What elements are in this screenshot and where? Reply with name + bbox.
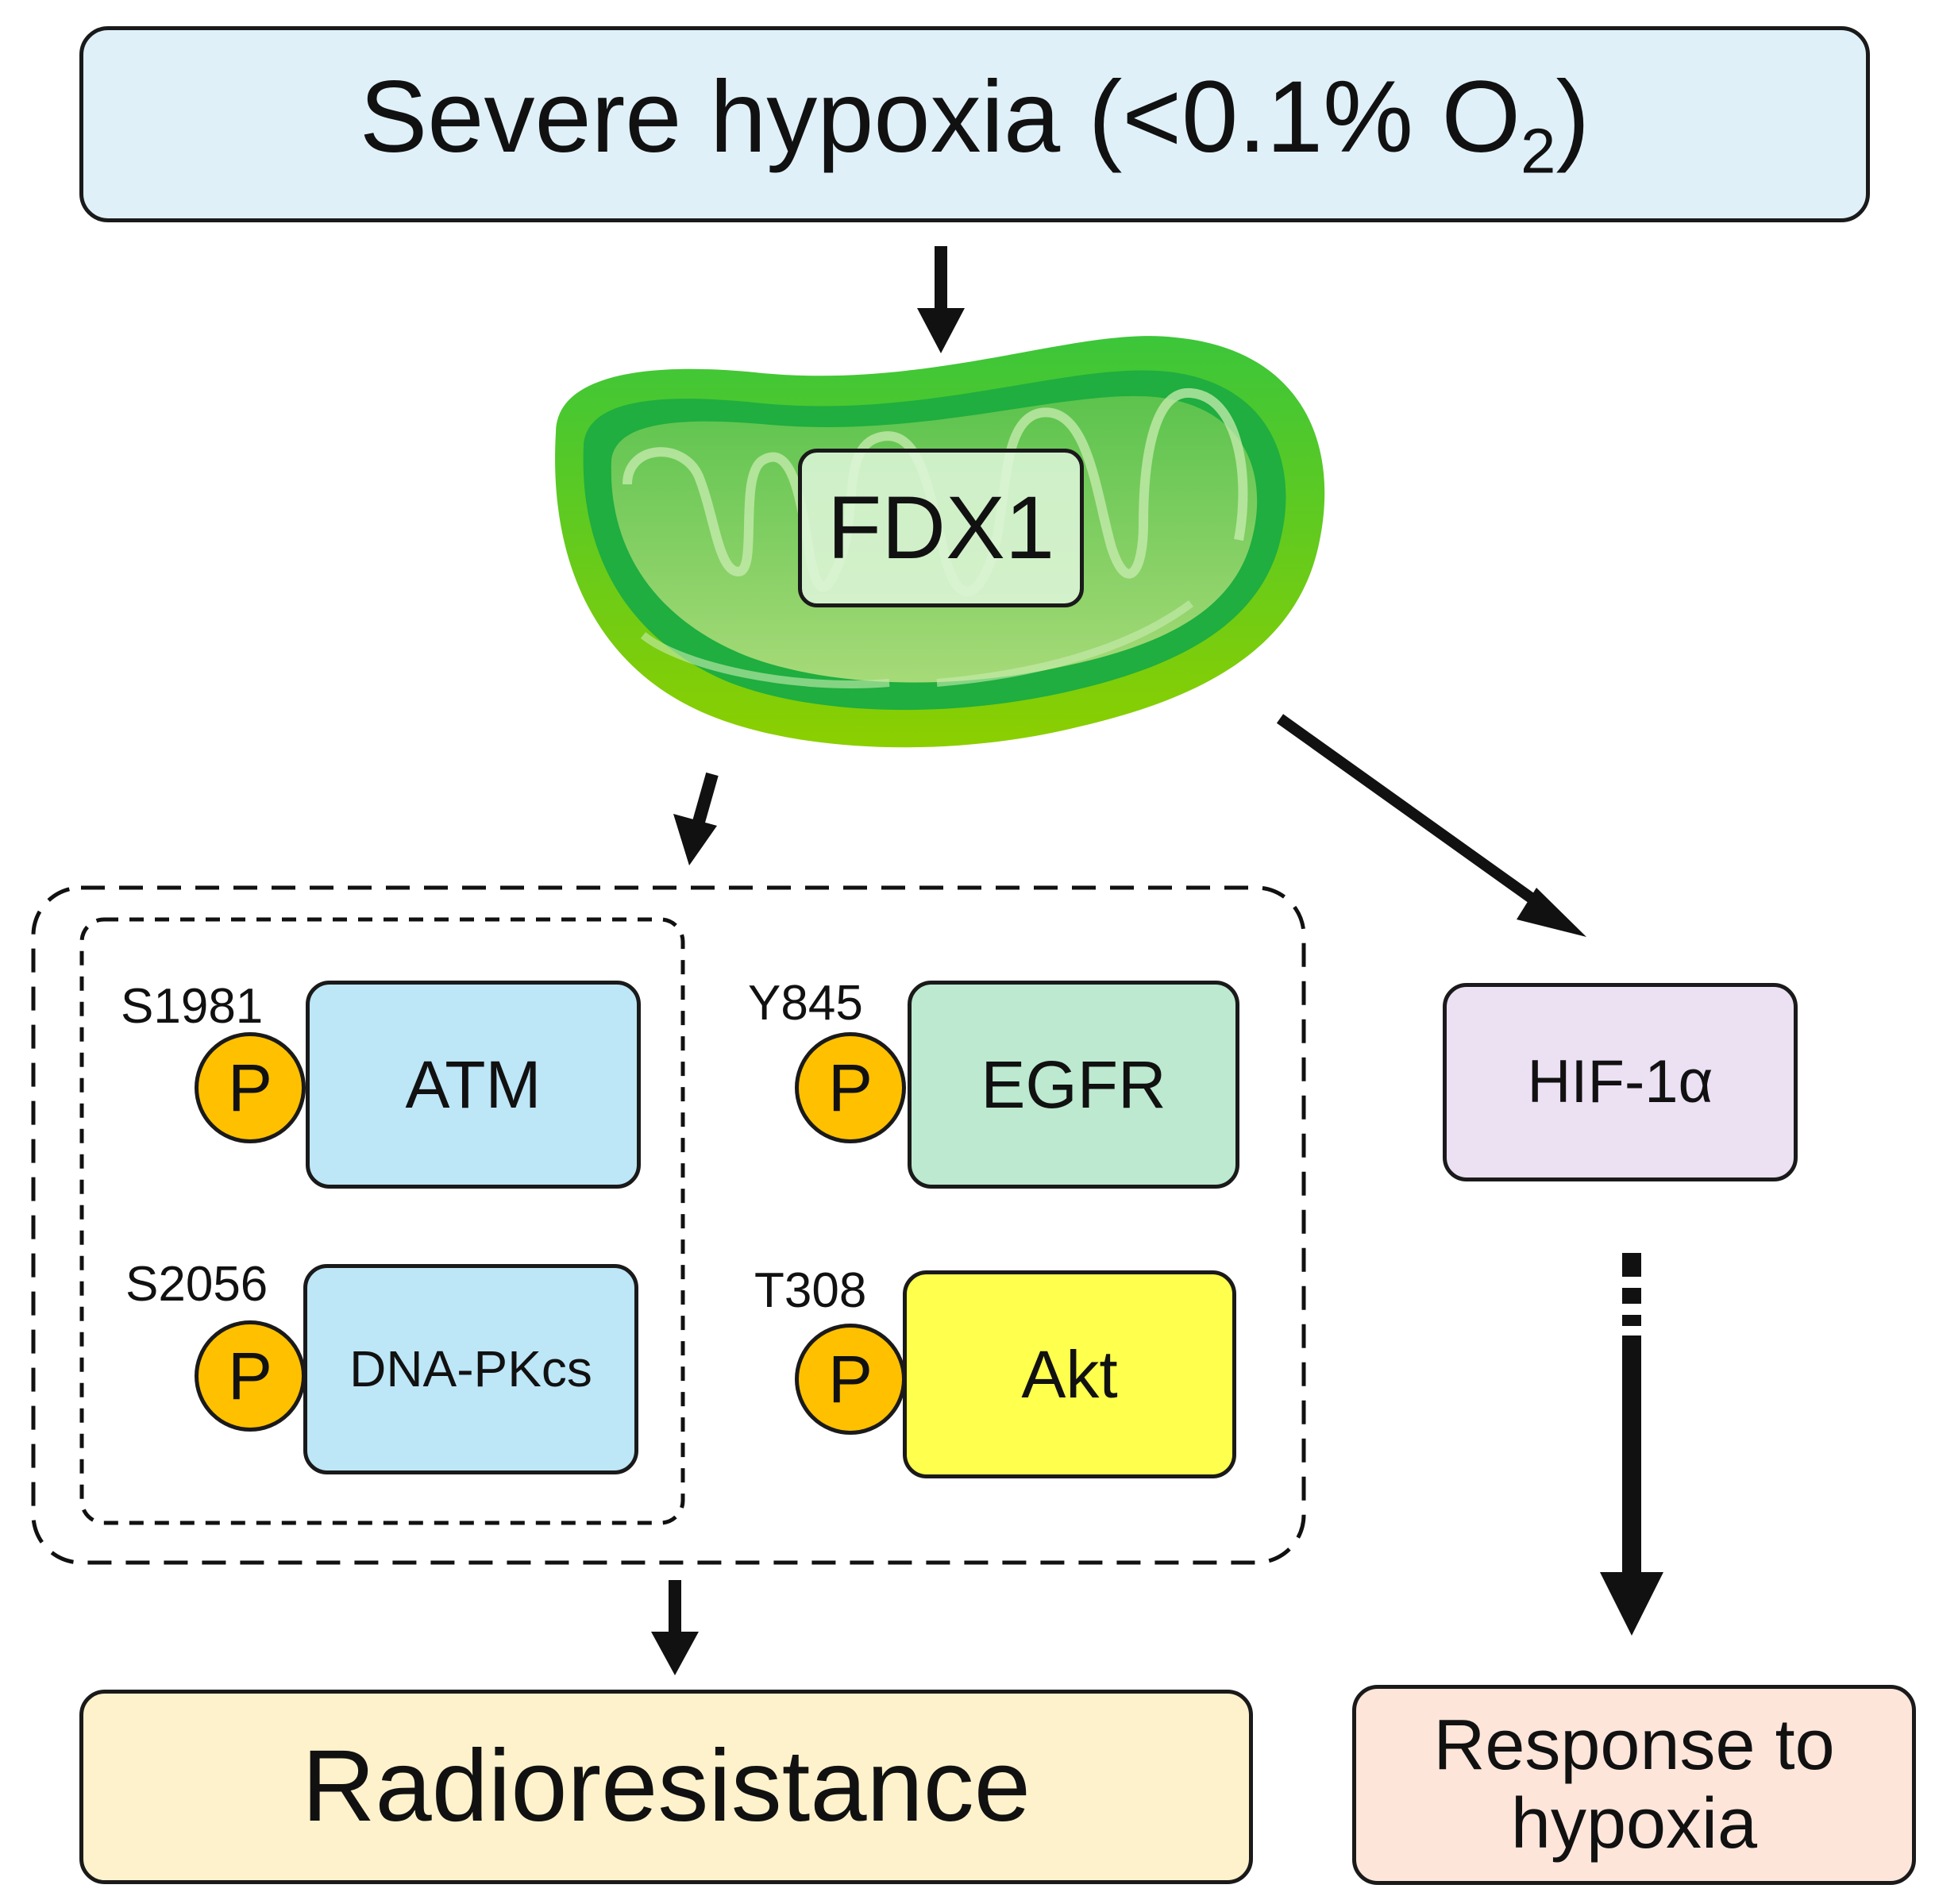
protein-label-dna-pkcs: DNA-PKcs [349, 1340, 592, 1398]
protein-box-atm: ATM [306, 981, 641, 1189]
fdx1-label: FDX1 [827, 478, 1055, 578]
arrow-kinases-to-radioresistance [651, 1580, 699, 1675]
hypoxia-label: Severe hypoxia (<0.1% O2) [359, 60, 1590, 187]
arrow-fdx1-to-hif [1276, 714, 1586, 937]
protein-label-egfr: EGFR [981, 1046, 1166, 1122]
fdx1-box: FDX1 [798, 449, 1084, 607]
protein-box-akt: Akt [903, 1270, 1236, 1478]
phospho-badge-egfr: P [795, 1032, 906, 1143]
radioresistance-label: Radioresistance [302, 1729, 1031, 1844]
dna-repair-group-outline [79, 917, 685, 1525]
phospho-badge-atm: P [195, 1032, 306, 1143]
arrow-fdx1-to-kinases [673, 772, 719, 865]
arrow-hif-to-response [1600, 1253, 1663, 1636]
arrow-hypoxia-to-fdx1 [917, 246, 965, 353]
site-label-dna-pkcs: S2056 [125, 1257, 268, 1312]
phospho-badge-dna-pkcs: P [195, 1320, 306, 1432]
response-label-line1: Response to [1433, 1706, 1835, 1785]
site-label-egfr: Y845 [748, 976, 863, 1031]
response-box: Response to hypoxia [1352, 1685, 1916, 1885]
protein-box-dna-pkcs: DNA-PKcs [303, 1264, 638, 1474]
protein-label-akt: Akt [1021, 1336, 1118, 1412]
hif-box: HIF-1α [1443, 983, 1798, 1181]
hif-label: HIF-1α [1527, 1048, 1713, 1116]
kinase-group-outline [31, 885, 1306, 1565]
site-label-atm: S1981 [121, 979, 264, 1034]
protein-label-atm: ATM [405, 1046, 542, 1122]
radioresistance-box: Radioresistance [79, 1690, 1253, 1884]
protein-box-egfr: EGFR [908, 981, 1239, 1189]
phospho-badge-akt: P [795, 1324, 906, 1435]
site-label-akt: T308 [754, 1263, 867, 1318]
hypoxia-box: Severe hypoxia (<0.1% O2) [79, 26, 1870, 222]
response-label-line2: hypoxia [1510, 1784, 1758, 1864]
